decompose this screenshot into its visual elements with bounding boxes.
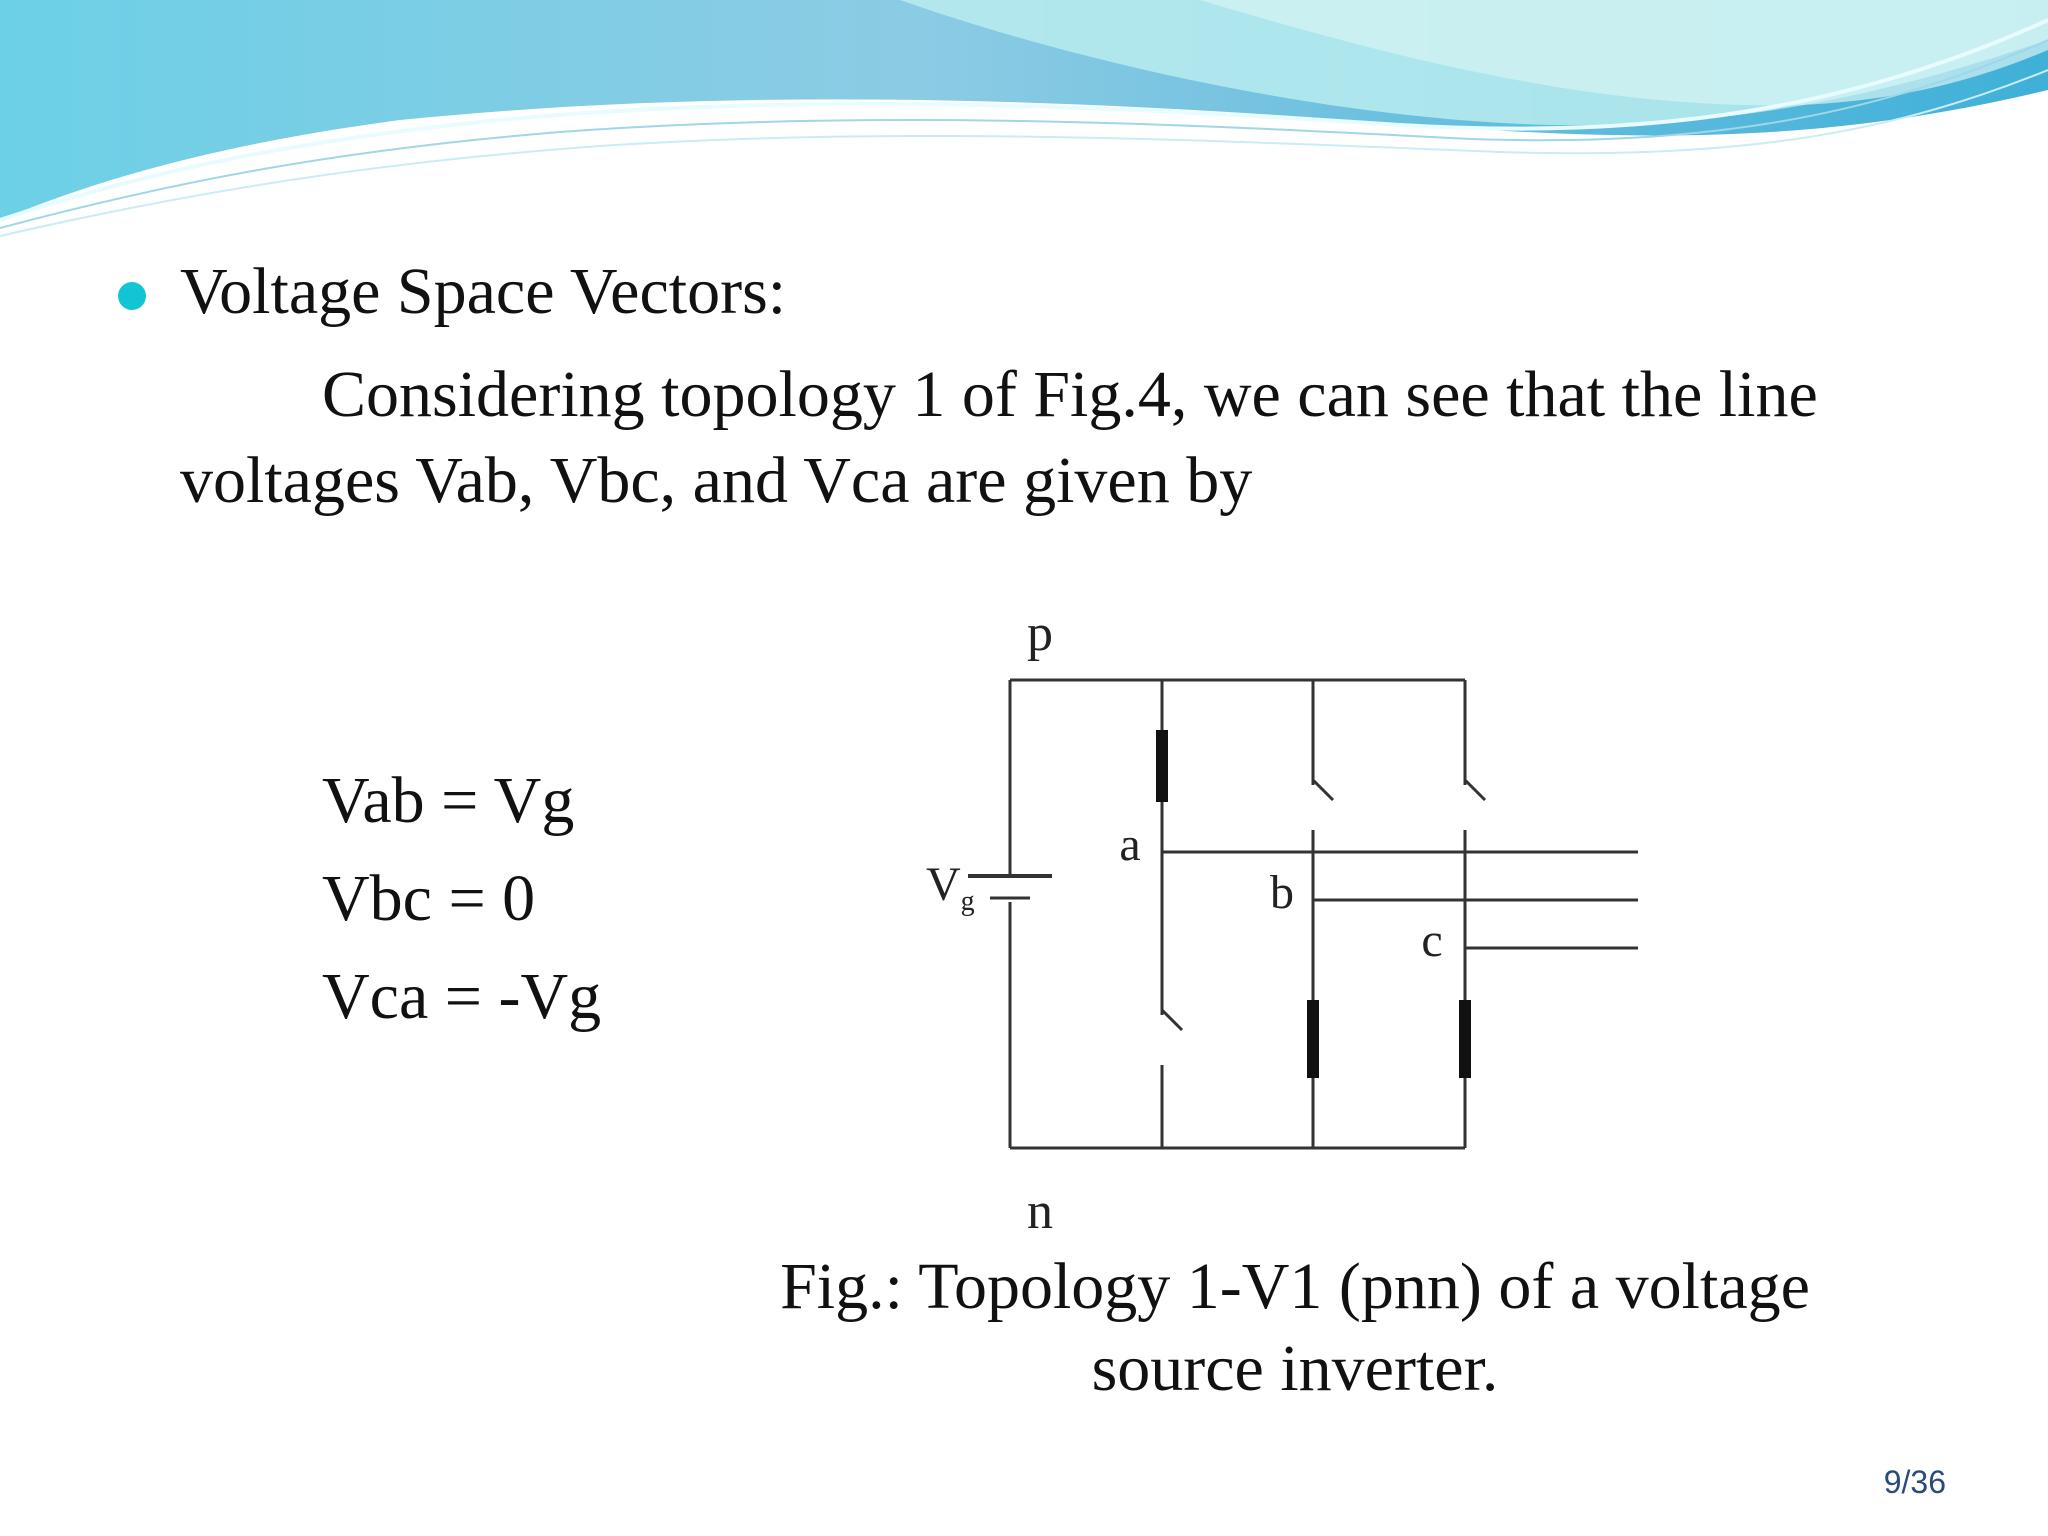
page-number: 9/36 — [1883, 1464, 1946, 1500]
body-paragraph: Considering topology 1 of Fig.4, we can … — [180, 352, 1880, 524]
label-p: p — [1027, 605, 1053, 662]
label-c: c — [1421, 914, 1442, 967]
closed-switches — [1156, 730, 1471, 1078]
open-switches — [1160, 778, 1487, 1032]
label-n: n — [1027, 1183, 1053, 1240]
caption-line-2: source inverter. — [1091, 1332, 1499, 1405]
equation-vab: Vab = Vg — [322, 764, 575, 837]
bullet-heading: Voltage Space Vectors: — [180, 255, 787, 328]
paragraph-line-2: voltages Vab, Vbc, and Vca are given by — [180, 444, 1253, 517]
label-a: a — [1119, 818, 1140, 871]
figure-caption: Fig.: Topology 1-V1 (pnn) of a voltage s… — [700, 1246, 1890, 1410]
header-wave-banner — [0, 0, 2048, 237]
circuit-labels: p n a b c Vg — [926, 605, 1443, 1240]
equation-vca: Vca = -Vg — [322, 960, 602, 1033]
paragraph-line-1: Considering topology 1 of Fig.4, we can … — [322, 358, 1818, 431]
switch-b-lower-closed — [1307, 1000, 1319, 1078]
switch-a-upper-closed — [1156, 730, 1168, 802]
inverter-circuit-diagram: p n a b c Vg — [926, 605, 1638, 1240]
equation-list: Vab = Vg Vbc = 0 Vca = -Vg — [322, 752, 601, 1046]
label-b: b — [1270, 866, 1294, 919]
bullet-dot-icon — [118, 282, 146, 310]
dc-source-symbol — [968, 874, 1052, 900]
caption-line-1: Fig.: Topology 1-V1 (pnn) of a voltage — [780, 1250, 1810, 1323]
circuit-wires — [1008, 678, 1638, 1150]
switch-gaps — [1152, 1015, 1172, 1065]
switch-c-lower-closed — [1459, 1000, 1471, 1078]
equation-vbc: Vbc = 0 — [322, 862, 536, 935]
label-vg: Vg — [926, 858, 975, 917]
